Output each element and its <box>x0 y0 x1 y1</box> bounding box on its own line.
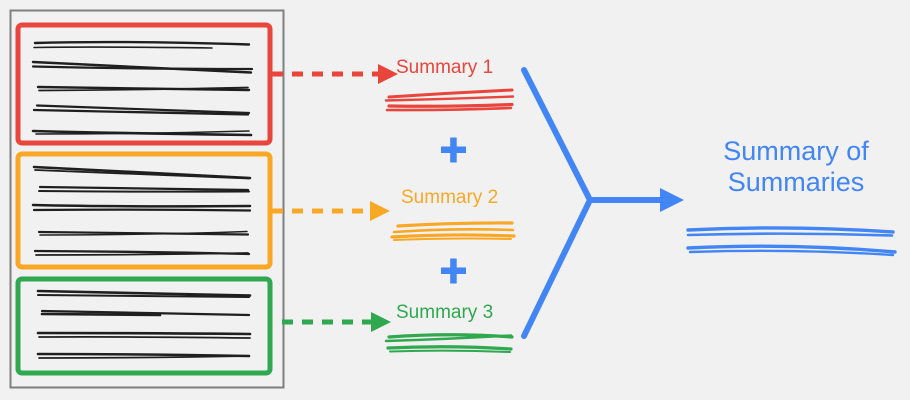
summary-2-label: Summary 2 <box>401 187 499 208</box>
merge-arrow <box>521 67 684 339</box>
summary-1-label: Summary 1 <box>396 57 494 78</box>
chunk-box-orange-outline <box>15 151 273 270</box>
chunk-box-green-outline <box>15 276 273 376</box>
arrow-chunk-3-head <box>371 312 391 332</box>
chunk-box-green[interactable] <box>15 276 273 376</box>
summary-of-summaries-underline <box>686 226 897 257</box>
merge-arrow-branch-top <box>521 67 593 203</box>
arrow-chunk-1-to-summary-1 <box>272 64 398 84</box>
arrow-chunk-2-head <box>370 201 390 221</box>
arrow-chunk-3-to-summary-3 <box>282 312 391 332</box>
chunk-red-text-lines <box>31 40 254 137</box>
plus-operator-2 <box>441 258 466 284</box>
arrow-chunk-1-head <box>378 64 398 84</box>
summary-1-underline <box>384 88 515 112</box>
summary-of-summaries-label: Summary of Summaries <box>700 136 892 198</box>
summary-3-label: Summary 3 <box>396 302 494 323</box>
merge-arrow-head <box>660 188 684 212</box>
chunk-orange-text-lines <box>31 165 252 256</box>
chunk-green-text-lines <box>36 289 252 359</box>
summary-2-underline <box>390 221 516 241</box>
source-document-frame <box>9 9 285 389</box>
chunk-box-red[interactable] <box>15 22 273 146</box>
summary-of-summaries-line-1: Summary of <box>723 136 869 166</box>
summary-of-summaries-line-2: Summaries <box>727 167 865 198</box>
summary-3-underline <box>384 333 514 353</box>
chunk-box-red-outline <box>15 22 273 146</box>
chunk-box-orange[interactable] <box>15 151 273 270</box>
merge-arrow-branch-bottom <box>521 197 593 339</box>
arrow-chunk-2-to-summary-2 <box>272 201 390 221</box>
plus-operator-1 <box>441 137 466 163</box>
